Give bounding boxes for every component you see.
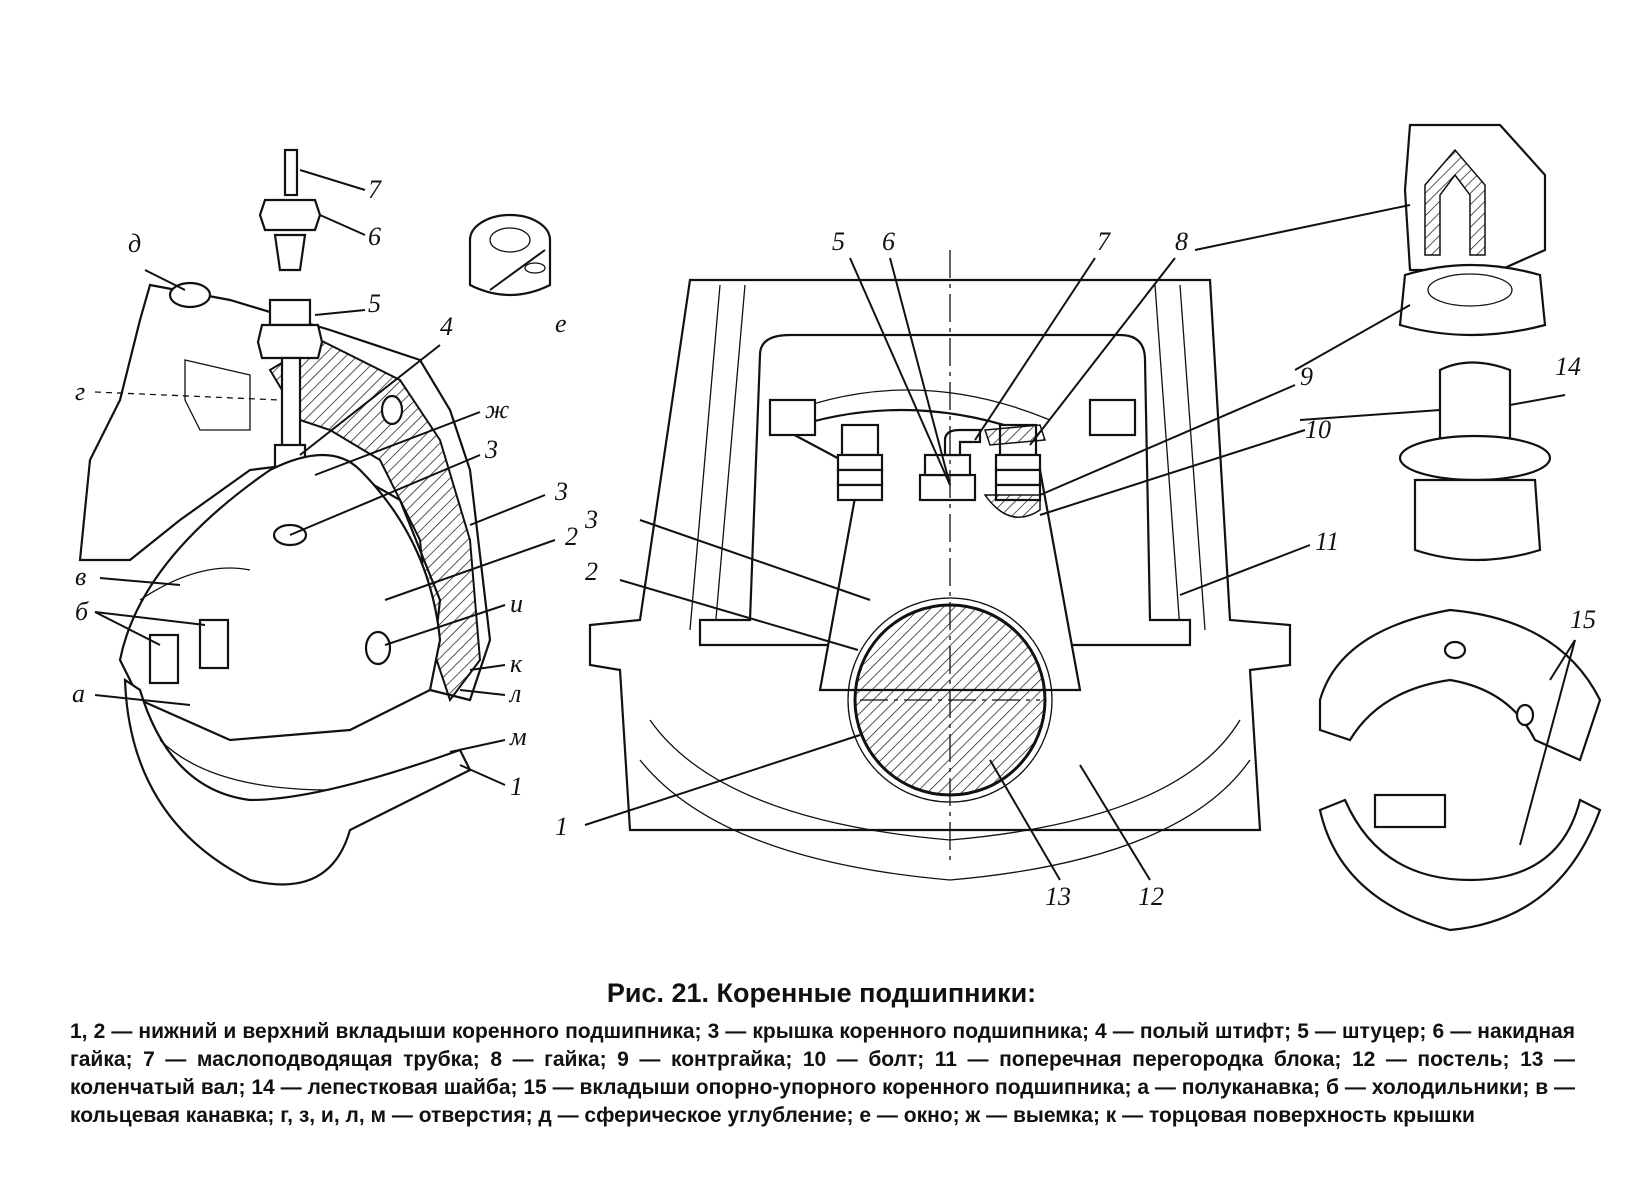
thrust-liner-hole-2	[1515, 703, 1535, 727]
left-stud-nuts	[836, 423, 884, 502]
pin-detail-bore	[489, 227, 531, 253]
label-6-left: 6	[368, 222, 381, 251]
union-nut-drawing	[258, 198, 322, 232]
label-4-left: 4	[440, 312, 453, 341]
pin-detail-body	[468, 240, 552, 297]
lock-nut-bore	[1427, 273, 1513, 307]
center-leader-lines	[584, 257, 1311, 881]
bolt-base	[1413, 478, 1542, 562]
label-9-center: 9	[1300, 362, 1313, 391]
thrust-liner-slot	[1373, 793, 1447, 829]
label-3b-left: 3	[554, 477, 568, 506]
left-leader-lines	[94, 169, 556, 786]
spherical-recess	[168, 281, 212, 309]
label-3-center: 3	[584, 505, 598, 534]
bolt-stub-right	[1088, 398, 1137, 437]
label-l: л	[508, 679, 521, 708]
partition-outer	[689, 284, 1206, 631]
liner-groove	[139, 567, 251, 601]
label-b: б	[75, 597, 89, 626]
label-2-left: 2	[565, 522, 578, 551]
label-11-center: 11	[1315, 527, 1339, 556]
label-6-center: 6	[882, 227, 895, 256]
label-5-center: 5	[832, 227, 845, 256]
nut-tip	[273, 233, 307, 272]
label-1-left: 1	[510, 772, 523, 801]
thrust-liner-hole-1	[1443, 640, 1467, 660]
lower-liner-shade	[159, 739, 331, 791]
right-stud-nuts	[983, 423, 1047, 518]
label-15-right: 15	[1570, 605, 1596, 634]
oil-pipe-drawing	[283, 148, 299, 197]
cap-window	[184, 359, 251, 431]
label-7-left: 7	[368, 175, 382, 204]
label-i: и	[510, 589, 523, 618]
label-m: м	[509, 722, 527, 751]
fitting-drawing	[268, 298, 312, 327]
label-13-center: 13	[1045, 882, 1071, 911]
label-8-center: 8	[1175, 227, 1188, 256]
lower-liner-drawing	[123, 677, 472, 886]
left-bearing-assembly: 7 6 5 4 д г е ж 3 3 2 и к л м 1 в б а	[72, 148, 578, 886]
bolt-stub-left	[768, 398, 817, 437]
label-v: в	[75, 562, 86, 591]
bed-curve	[649, 719, 1241, 841]
label-e: е	[555, 309, 567, 338]
right-leader-lines	[1194, 204, 1576, 846]
lamellar-washer	[1398, 434, 1552, 482]
thrust-liner-upper	[1318, 608, 1602, 762]
main-bearings-figure: 7 6 5 4 д г е ж 3 3 2 и к л м 1 в б а	[72, 123, 1602, 932]
cap-nut-hatch	[1424, 148, 1486, 256]
figure-caption-title: Рис. 21. Коренные подшипники:	[606, 978, 1037, 1008]
label-1-center: 1	[555, 812, 568, 841]
label-g: г	[75, 377, 85, 406]
center-fitting	[918, 428, 982, 502]
cap-hole	[380, 394, 404, 426]
label-k: к	[510, 649, 523, 678]
cap-channel	[280, 356, 302, 450]
pin-window	[524, 262, 546, 274]
figure-caption-legend: 1, 2 — нижний и верхний вкладыши коренно…	[70, 1020, 1575, 1127]
label-3a-left: 3	[484, 435, 498, 464]
thrust-liner-lower	[1318, 798, 1602, 932]
label-14-right: 14	[1555, 352, 1581, 381]
bed-curve-2	[639, 759, 1251, 881]
label-d: д	[128, 229, 141, 258]
label-5-left: 5	[368, 289, 381, 318]
lock-nut-drawing	[1398, 263, 1547, 337]
label-zh: ж	[485, 395, 509, 424]
fitting-hex	[256, 323, 324, 360]
label-2-center: 2	[585, 557, 598, 586]
cooler-2	[198, 618, 230, 670]
center-bearing-section: 5 6 7 8 9 10 11 3 2 1 13 12	[555, 227, 1339, 911]
liner-hole-i	[364, 630, 392, 666]
label-12-center: 12	[1138, 882, 1164, 911]
label-7-center: 7	[1097, 227, 1111, 256]
label-a: а	[72, 679, 85, 708]
right-parts: 14 15	[1194, 123, 1602, 932]
